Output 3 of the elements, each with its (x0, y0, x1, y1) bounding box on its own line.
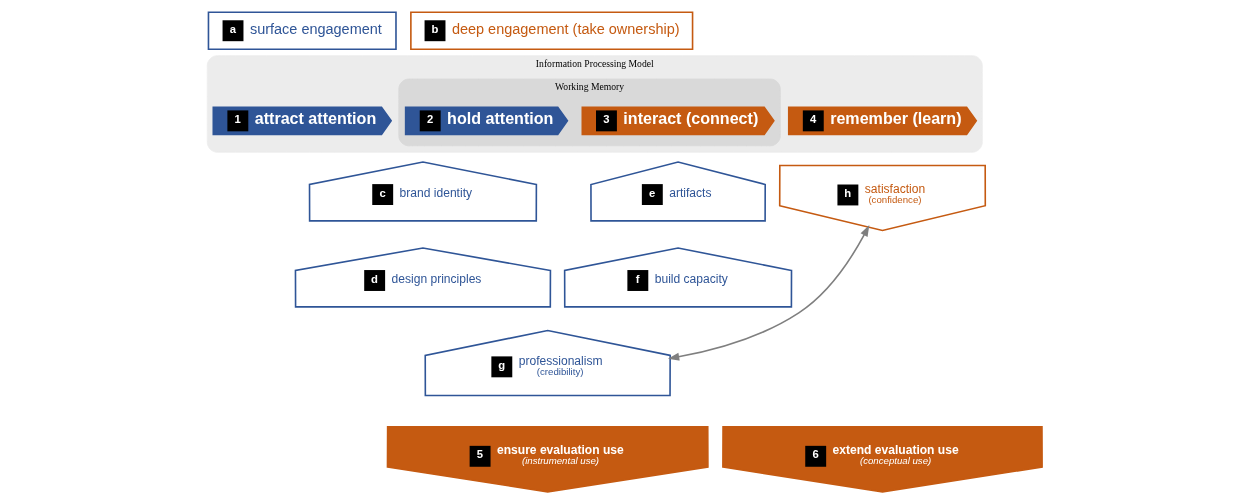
arrow (667, 224, 869, 361)
node-box: a surface engagement (207, 10, 397, 50)
node-box: b deep engagement (take ownership) (409, 10, 693, 50)
